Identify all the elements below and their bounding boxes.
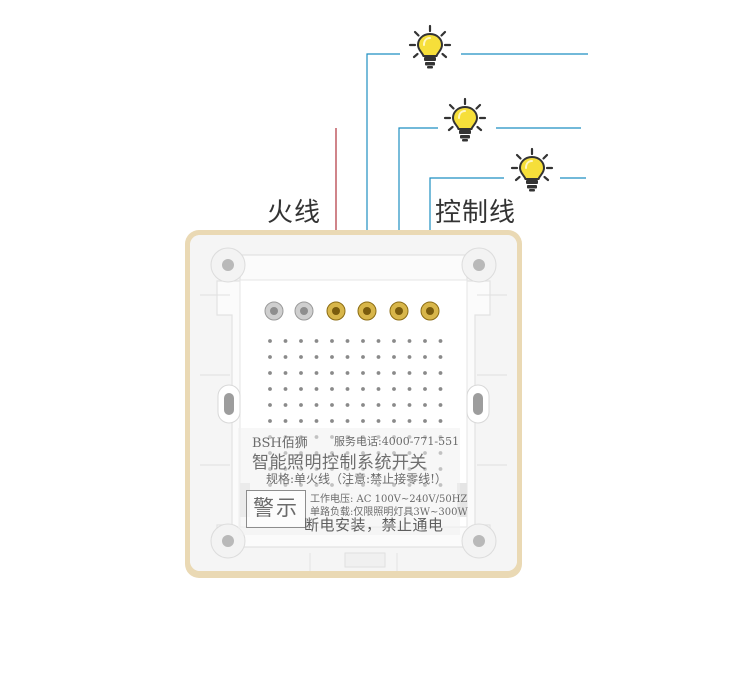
vent-hole <box>407 339 412 343</box>
vent-hole <box>345 387 350 391</box>
vent-hole <box>423 403 427 407</box>
vent-hole <box>376 387 381 391</box>
warning-box: 警示 <box>246 490 306 528</box>
terminal-screw-control <box>357 301 377 321</box>
vent-hole <box>299 339 303 343</box>
mounting-hole <box>461 247 497 283</box>
vent-hole <box>423 387 427 391</box>
vent-hole <box>283 403 288 407</box>
product-spec: 规格:单火线（注意:禁止接零线!） <box>266 472 447 486</box>
vent-hole <box>283 355 288 359</box>
vent-hole <box>330 419 334 423</box>
terminal-screw <box>264 301 284 321</box>
vent-hole <box>361 403 365 407</box>
vent-hole <box>345 355 350 359</box>
vent-hole <box>345 371 350 375</box>
vent-hole <box>330 355 334 359</box>
vent-hole <box>283 339 288 343</box>
vent-hole <box>438 355 443 359</box>
vent-hole <box>299 419 303 423</box>
vent-hole <box>438 387 443 391</box>
vent-hole <box>283 387 288 391</box>
live-wire-label: 火线 <box>267 198 322 228</box>
vent-hole <box>299 355 303 359</box>
vent-hole <box>392 403 396 407</box>
vent-hole <box>392 387 396 391</box>
vent-hole <box>345 419 350 423</box>
vent-hole <box>423 355 427 359</box>
vent-hole <box>314 371 319 375</box>
mounting-hole <box>210 247 246 283</box>
vent-hole <box>438 419 443 423</box>
vent-hole <box>299 371 303 375</box>
vent-hole <box>438 371 443 375</box>
vent-hole <box>268 339 272 343</box>
light-bulb-icon <box>408 24 452 69</box>
vent-hole <box>314 355 319 359</box>
mounting-hole <box>461 523 497 559</box>
vent-hole <box>314 403 319 407</box>
vent-hole <box>345 339 350 343</box>
vent-hole <box>392 419 396 423</box>
load-rating: 单路负载:仅限照明灯具3W~300W <box>310 507 468 518</box>
vent-hole <box>361 339 365 343</box>
brand-name: BSH佰狮 <box>252 436 308 451</box>
vent-hole <box>299 387 303 391</box>
vent-hole <box>268 419 272 423</box>
vent-hole <box>330 339 334 343</box>
vent-hole <box>438 339 443 343</box>
vent-hole <box>407 403 412 407</box>
vent-hole <box>423 339 427 343</box>
vent-hole <box>423 371 427 375</box>
terminal-screw <box>294 301 314 321</box>
vent-hole <box>361 371 365 375</box>
install-notice: 断电安装，禁止通电 <box>304 516 444 534</box>
control-wire-1 <box>366 53 400 298</box>
control-wire-label: 控制线 <box>435 198 517 228</box>
vent-hole <box>407 355 412 359</box>
vent-hole <box>345 403 350 407</box>
vent-hole <box>268 371 272 375</box>
light-bulb-icon <box>510 147 554 192</box>
vent-hole <box>376 371 381 375</box>
vent-hole <box>423 419 427 423</box>
vent-hole <box>407 387 412 391</box>
terminal-screw-control <box>389 301 409 321</box>
vent-hole <box>361 387 365 391</box>
vent-hole <box>392 371 396 375</box>
vent-hole <box>314 339 319 343</box>
vent-hole <box>299 403 303 407</box>
vent-hole <box>330 403 334 407</box>
vent-hole <box>330 371 334 375</box>
light-bulb-icon <box>443 97 487 142</box>
vent-hole <box>283 419 288 423</box>
vent-hole <box>361 419 365 423</box>
working-voltage: 工作电压: AC 100V~240V/50HZ <box>310 494 468 505</box>
vent-hole <box>376 355 381 359</box>
product-name: 智能照明控制系统开关 <box>252 453 427 473</box>
vent-hole <box>438 403 443 407</box>
vent-hole <box>314 387 319 391</box>
vent-hole <box>376 419 381 423</box>
vent-hole <box>330 387 334 391</box>
vent-hole <box>376 403 381 407</box>
vent-hole <box>283 371 288 375</box>
vent-hole <box>407 419 412 423</box>
terminal-screw-live <box>326 301 346 321</box>
vent-hole <box>268 387 272 391</box>
product-label-sticker: BSH佰狮 服务电话:4000-771-551 智能照明控制系统开关 规格:单火… <box>238 428 468 535</box>
vent-hole <box>392 339 396 343</box>
vent-hole <box>392 355 396 359</box>
vent-hole <box>407 371 412 375</box>
vent-hole <box>268 403 272 407</box>
service-phone: 服务电话:4000-771-551 <box>334 435 460 448</box>
vent-hole <box>268 355 272 359</box>
vent-hole <box>376 339 381 343</box>
mounting-hole <box>210 523 246 559</box>
vent-hole <box>361 355 365 359</box>
terminal-screw-control <box>420 301 440 321</box>
vent-hole <box>314 419 319 423</box>
